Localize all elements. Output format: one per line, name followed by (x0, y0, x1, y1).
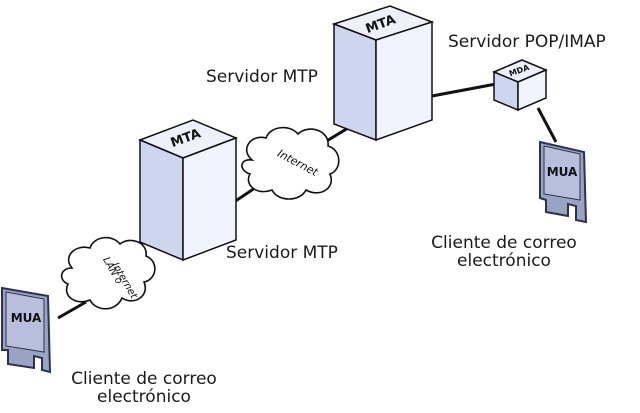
label-cliente-left: Cliente de correo electrónico (64, 370, 224, 406)
label-cliente-left-line2: electrónico (97, 387, 191, 407)
mta-left-server: MTA (137, 119, 239, 262)
label-cliente-right-line2: electrónico (457, 251, 551, 271)
label-servidor-pop-imap: Servidor POP/IMAP (448, 32, 606, 52)
link-mta-top-to-mda (431, 82, 497, 98)
mua-right-client: MUA (539, 140, 588, 224)
lan-internet-cloud: LAN o Internet (60, 236, 156, 310)
mua-left-client: MUA (1, 286, 52, 374)
label-cliente-right: Cliente de correo electrónico (424, 234, 584, 270)
label-cliente-left-line1: Cliente de correo (71, 369, 217, 389)
mua-left-label: MUA (11, 311, 42, 325)
link-mua-left-to-lan (57, 300, 87, 320)
label-servidor-mtp-left: Servidor MTP (226, 243, 338, 263)
mua-right-label: MUA (547, 165, 578, 179)
mda-server: MDA (492, 59, 548, 112)
label-cliente-right-line1: Cliente de correo (431, 233, 577, 253)
link-mda-to-mua-right (536, 107, 558, 143)
mta-top-server: MTA (331, 5, 435, 142)
label-servidor-mtp-top: Servidor MTP (206, 67, 318, 87)
internet-cloud: Internet (241, 126, 340, 200)
